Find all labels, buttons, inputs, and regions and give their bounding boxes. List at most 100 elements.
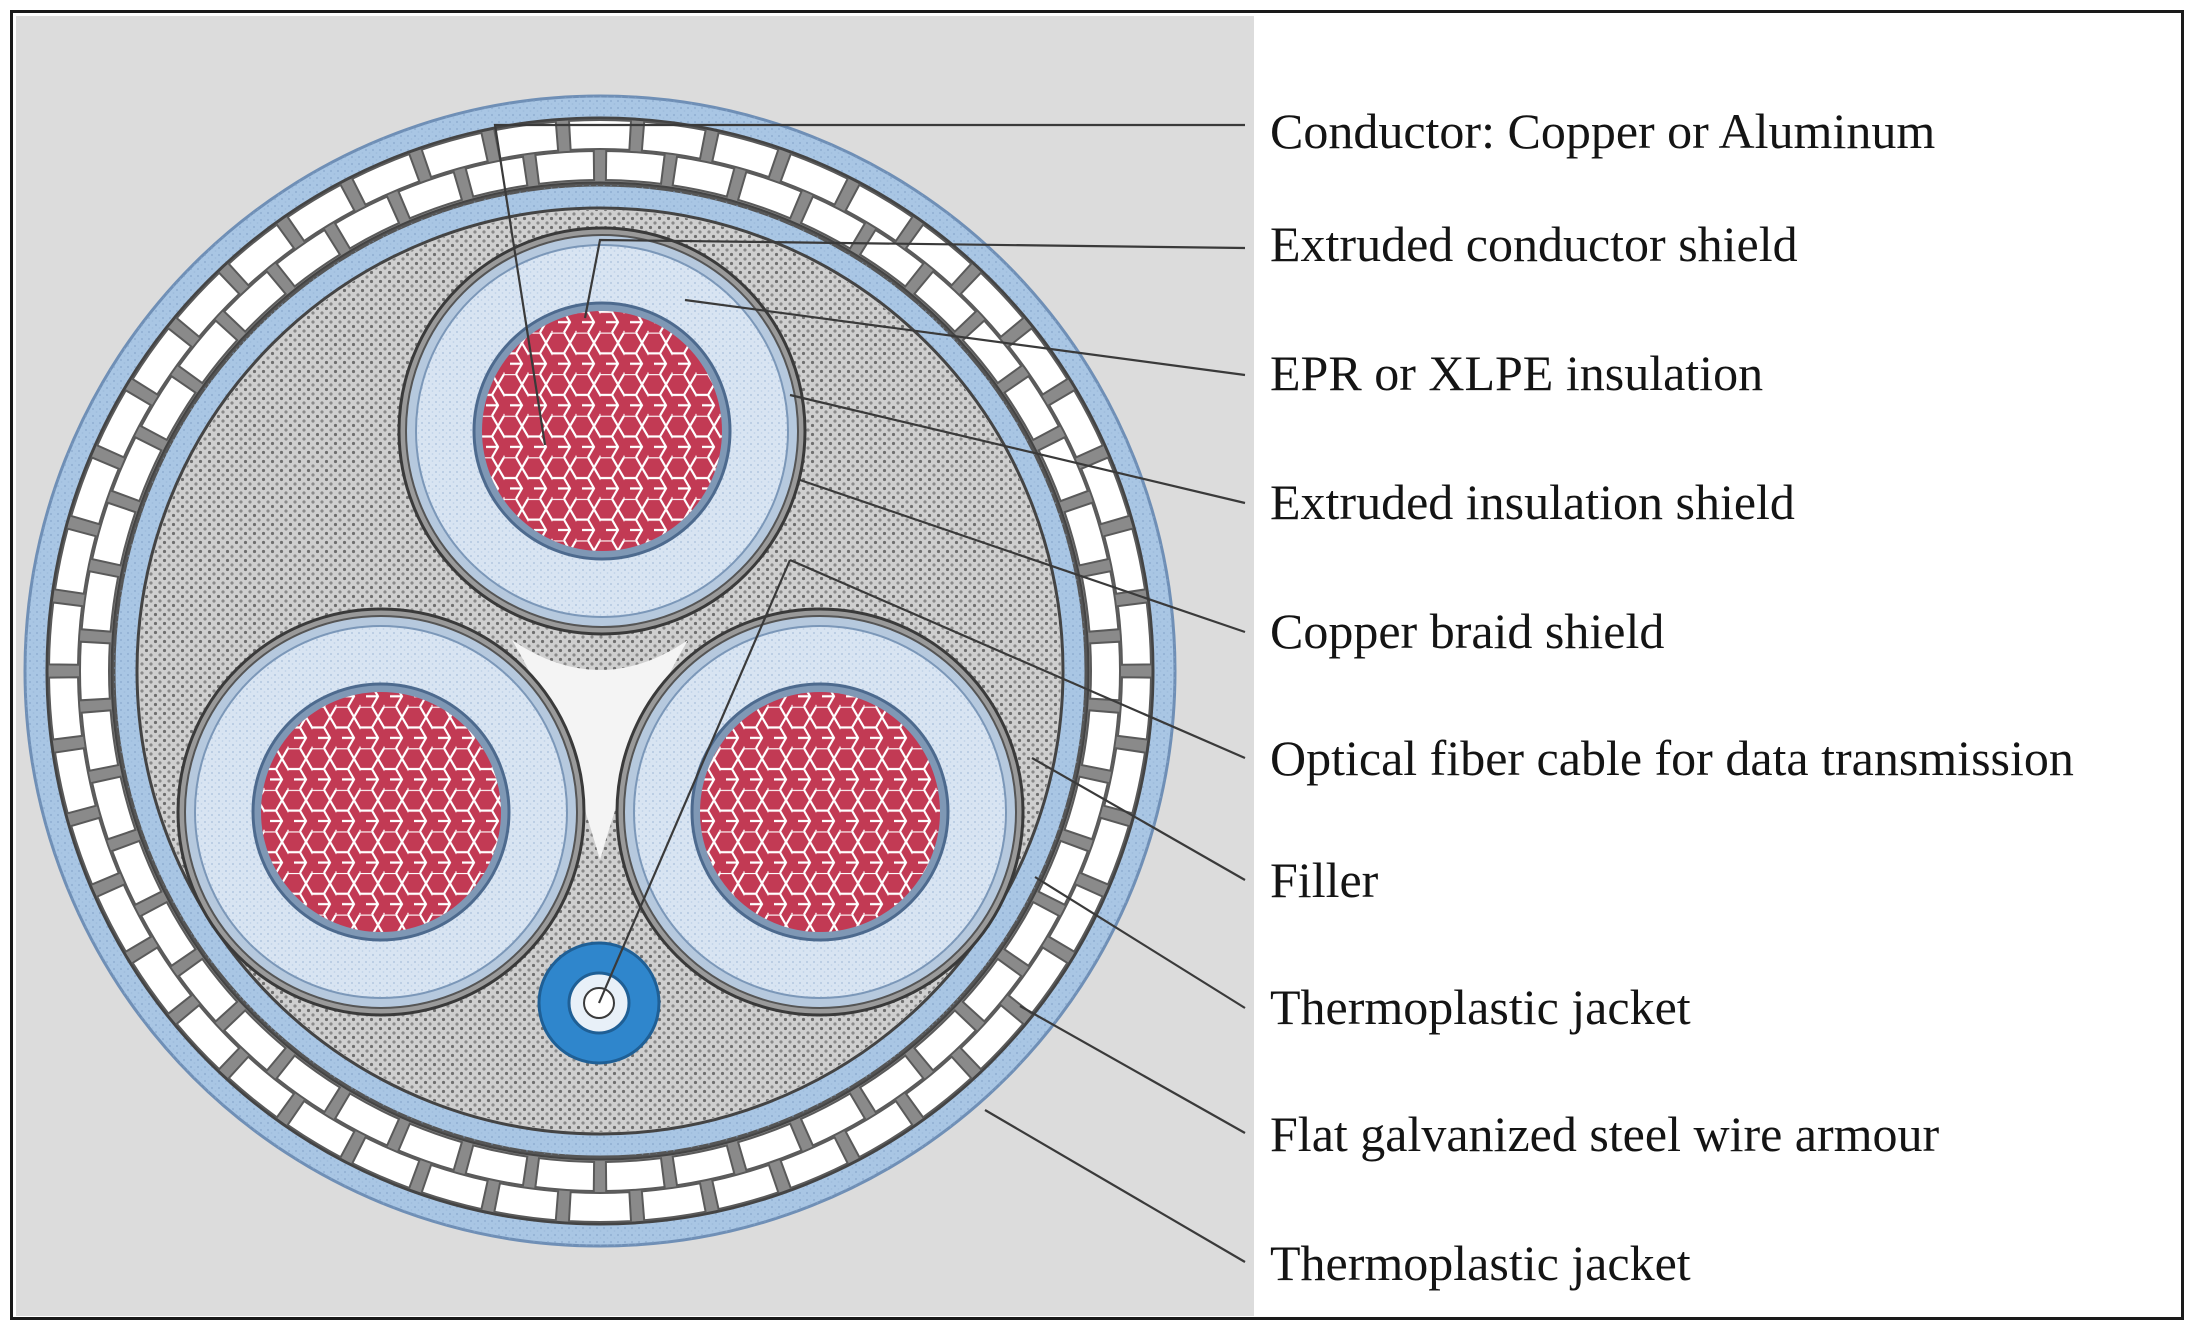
armour-wire bbox=[95, 883, 153, 953]
armour-wire bbox=[222, 1009, 287, 1072]
armour-wire bbox=[53, 747, 97, 815]
armour-wire bbox=[90, 775, 137, 841]
leader-lines bbox=[493, 123, 1246, 1263]
armour-wire bbox=[1079, 456, 1130, 526]
armour-wire bbox=[275, 228, 342, 288]
armour-wire bbox=[79, 640, 111, 702]
armour-wire bbox=[110, 839, 163, 907]
power-cores bbox=[176, 226, 1025, 1017]
label-filler: Filler bbox=[1270, 852, 1379, 908]
armour-wire bbox=[175, 1003, 241, 1071]
armour-wire bbox=[227, 1055, 296, 1119]
armour-wire bbox=[1063, 501, 1110, 567]
armour-wire bbox=[904, 1055, 973, 1119]
label-extruded-insulation-shield: Extruded insulation shield bbox=[1270, 474, 1795, 530]
armour-wire bbox=[70, 456, 121, 526]
armour-wire bbox=[1079, 816, 1130, 886]
armour-wire bbox=[177, 319, 239, 385]
armour-wire bbox=[959, 271, 1025, 339]
leader-line bbox=[789, 393, 1246, 505]
armour-wire bbox=[131, 327, 193, 396]
leader-line bbox=[789, 558, 1246, 760]
armour-wire bbox=[534, 1157, 596, 1192]
armour-wire bbox=[1080, 709, 1120, 772]
leader-line bbox=[684, 298, 1246, 377]
armour-wire bbox=[779, 1135, 849, 1190]
armour-wire bbox=[95, 389, 153, 459]
armour-wire bbox=[90, 501, 137, 567]
armour-wire bbox=[567, 119, 633, 151]
leader-line bbox=[597, 559, 792, 1004]
armour-wire bbox=[844, 183, 914, 243]
central-interstice bbox=[512, 640, 688, 860]
armour-wire bbox=[48, 601, 84, 666]
armour-wire bbox=[464, 155, 529, 198]
armour-wire bbox=[110, 435, 163, 503]
armour-wire bbox=[351, 152, 421, 207]
armour-wire bbox=[397, 170, 464, 220]
armour-wire bbox=[175, 271, 241, 339]
power-core bbox=[615, 607, 1025, 1017]
armour-wire bbox=[286, 1099, 356, 1159]
armour-wire bbox=[70, 816, 121, 886]
label-insulation: EPR or XLPE insulation bbox=[1270, 345, 1764, 401]
leader-line bbox=[493, 123, 1245, 446]
armour-wire bbox=[53, 527, 97, 595]
armour-wire bbox=[604, 150, 666, 185]
armour-wire bbox=[48, 676, 84, 741]
armour-wire bbox=[177, 957, 239, 1023]
armour-wire bbox=[913, 1009, 978, 1072]
armour-wire bbox=[1003, 900, 1061, 968]
armour-wire bbox=[961, 957, 1023, 1023]
label-optical-fiber: Optical fiber cable for data transmissio… bbox=[1270, 730, 2074, 786]
armour-wire bbox=[844, 1099, 914, 1159]
leader-line bbox=[1019, 1005, 1246, 1134]
armour-wire bbox=[80, 709, 120, 772]
armour-wire bbox=[799, 195, 867, 250]
armour-wire bbox=[1007, 946, 1069, 1015]
power-core bbox=[176, 607, 586, 1017]
armour-wire bbox=[420, 1163, 489, 1211]
armour-wire bbox=[1037, 839, 1090, 907]
armour-wire bbox=[904, 223, 973, 287]
leader-line bbox=[1031, 757, 1246, 881]
armour-wire bbox=[640, 1182, 707, 1222]
armour-wire bbox=[1103, 527, 1147, 595]
armour-wire bbox=[961, 319, 1023, 385]
armour-wire bbox=[420, 131, 489, 179]
label-copper-braid-shield: Copper braid shield bbox=[1270, 603, 1665, 659]
armour-wire bbox=[1089, 640, 1122, 702]
armour-wire bbox=[959, 1003, 1025, 1071]
armour-wire bbox=[736, 170, 803, 220]
label-extruded-conductor-shield: Extruded conductor shield bbox=[1270, 216, 1798, 272]
armour-wire bbox=[464, 1144, 529, 1187]
armour-wire bbox=[671, 155, 736, 198]
armour-wire bbox=[1063, 775, 1110, 841]
armour-wire bbox=[858, 1054, 925, 1114]
armour-wire bbox=[1003, 374, 1061, 442]
armour-wire bbox=[333, 1092, 401, 1147]
armour-wire bbox=[1103, 747, 1147, 815]
armour-wire bbox=[351, 1135, 421, 1190]
armour-wire bbox=[1116, 676, 1152, 741]
armour-wire bbox=[1047, 883, 1105, 953]
armour-wire bbox=[567, 1191, 633, 1224]
armour-wire bbox=[286, 183, 356, 243]
armour-wire bbox=[493, 120, 560, 160]
armour-wire bbox=[80, 570, 120, 633]
armour-wire bbox=[736, 1122, 803, 1172]
armour-wire bbox=[1116, 601, 1152, 666]
armour-wire bbox=[640, 120, 707, 160]
armour-wire bbox=[913, 270, 978, 333]
armour-wire bbox=[275, 1054, 342, 1114]
armour-wire bbox=[1047, 389, 1105, 459]
armour-wire bbox=[139, 900, 197, 968]
label-steel-wire-armour: Flat galvanized steel wire armour bbox=[1270, 1106, 1940, 1162]
leader-line bbox=[799, 478, 1246, 634]
label-outer-thermoplastic-jacket: Thermoplastic jacket bbox=[1270, 1235, 1691, 1291]
armour-wire bbox=[711, 131, 780, 179]
leader-line bbox=[984, 1109, 1246, 1263]
armour-wire bbox=[779, 152, 849, 207]
armour-wire bbox=[493, 1182, 560, 1222]
